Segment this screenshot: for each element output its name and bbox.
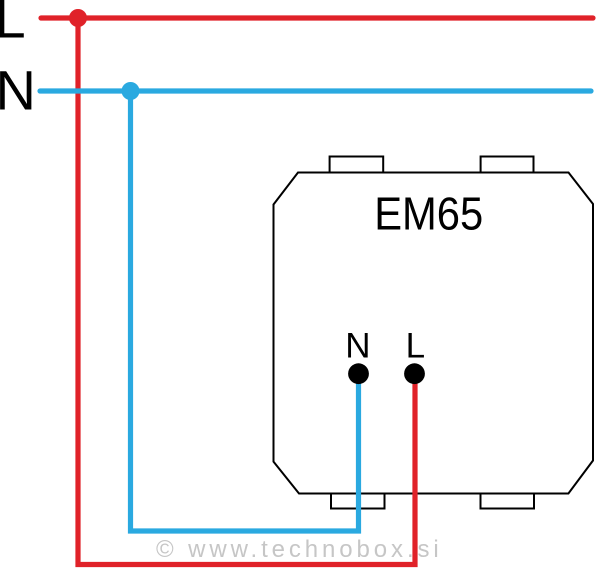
svg-text:L: L xyxy=(0,0,26,50)
svg-text:N: N xyxy=(345,326,370,365)
svg-text:N: N xyxy=(0,58,36,121)
svg-text:L: L xyxy=(406,326,425,365)
svg-text:© www.technobox.si: © www.technobox.si xyxy=(156,536,443,563)
svg-text:EM65: EM65 xyxy=(374,187,483,239)
